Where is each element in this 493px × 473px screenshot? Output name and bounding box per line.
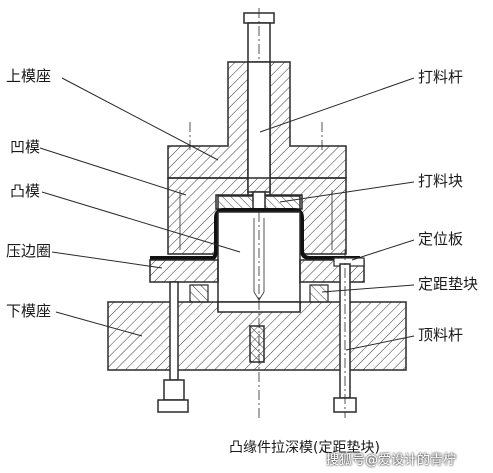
leader-lines bbox=[39, 77, 415, 351]
label-upper-die-seat: 上模座 bbox=[6, 67, 52, 85]
lower-die-seat bbox=[107, 301, 407, 371]
label-locating-plate: 定位板 bbox=[418, 230, 464, 248]
ejector-rods bbox=[157, 250, 357, 418]
label-lower-die-seat: 下模座 bbox=[6, 302, 52, 320]
upper-die-seat bbox=[167, 61, 347, 193]
label-knockout-rod: 打料杆 bbox=[418, 68, 464, 86]
label-convex-die: 凸模 bbox=[10, 182, 41, 200]
watermark: 搜狐号@爱设计的青柠 bbox=[326, 453, 457, 468]
label-ejector-rod: 顶料杆 bbox=[418, 326, 464, 344]
convex-die bbox=[217, 211, 301, 311]
workpiece bbox=[150, 208, 360, 260]
label-knockout-block: 打料块 bbox=[418, 172, 464, 190]
spacer-blocks bbox=[189, 284, 329, 303]
label-spacer-block: 定距垫块 bbox=[418, 275, 479, 293]
label-blank-holder: 压边圈 bbox=[6, 242, 52, 260]
label-concave-die: 凹模 bbox=[10, 138, 41, 156]
figure-caption: 凸缘件拉深模(定距垫块) bbox=[229, 440, 380, 456]
